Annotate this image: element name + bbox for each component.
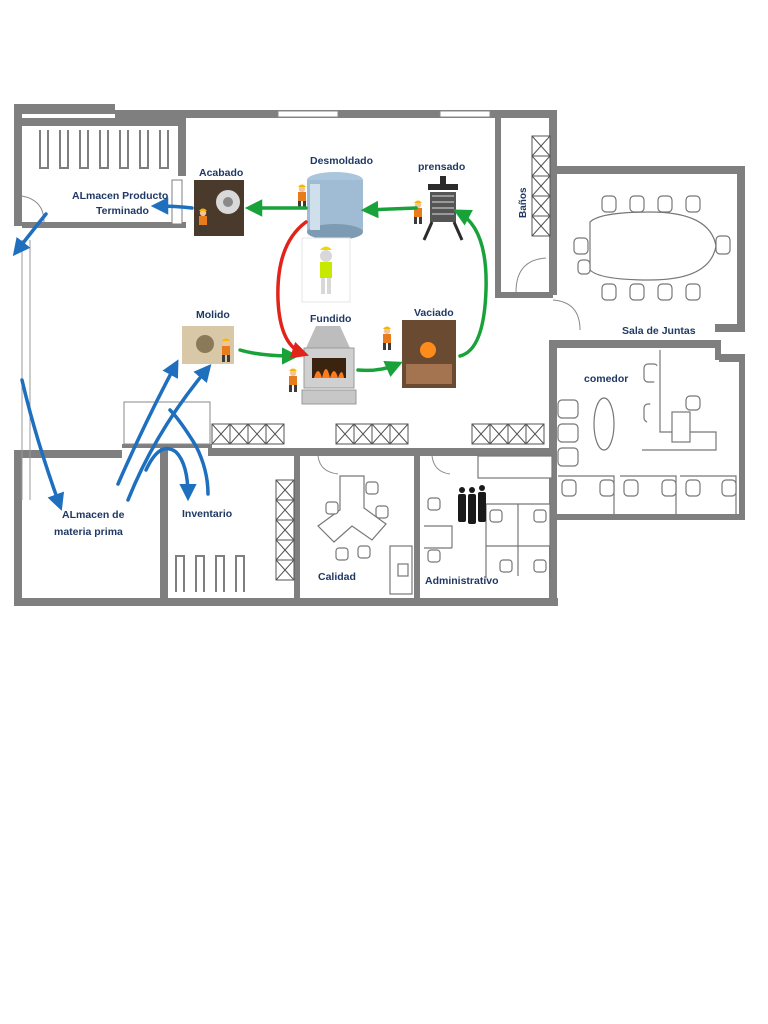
comedor-furniture: [557, 350, 717, 467]
people-silhouettes-icon: [458, 485, 486, 524]
label-almacen-materia-2: materia prima: [54, 526, 123, 538]
flow-almacen-out: [12, 212, 48, 257]
process-flow-arrows: [12, 197, 488, 511]
label-almacen-materia-1: ALmacen de: [62, 509, 125, 521]
label-banos: Baños: [518, 187, 529, 218]
press-icon: [422, 176, 464, 241]
worker-icon: [289, 368, 297, 392]
flow-materia-molido-2: [126, 363, 212, 502]
admin-door: [431, 455, 451, 475]
station-acabado: [194, 180, 244, 236]
flow-acabado-almacen: [150, 197, 194, 215]
flow-prensado-desmoldado: [360, 200, 418, 219]
calidad-door: [317, 455, 339, 475]
workstations-right: [558, 475, 737, 514]
shelving-finished-goods: [39, 130, 169, 169]
banos-door: [515, 257, 547, 293]
flow-corridor-down: [20, 378, 65, 511]
junta-door: [552, 299, 581, 331]
worker-icon: [298, 184, 306, 208]
tank-icon: [307, 172, 363, 240]
flow-fundido-vaciado: [356, 360, 403, 377]
flow-materia-molido-1: [116, 359, 179, 486]
flow-vaciado-prensado: [453, 209, 488, 358]
corridor: [21, 240, 31, 500]
label-desmoldado: Desmoldado: [310, 155, 373, 167]
label-inventario: Inventario: [182, 508, 232, 520]
worker-figure: [301, 237, 351, 303]
worker-icon: [414, 200, 422, 224]
station-vaciado: [402, 320, 456, 388]
label-molido: Molido: [196, 309, 230, 321]
label-calidad: Calidad: [318, 571, 356, 583]
flow-inventario-2: [168, 408, 210, 496]
label-fundido: Fundido: [310, 313, 351, 325]
worker-icon: [383, 326, 391, 350]
label-prensado: prensado: [418, 161, 465, 173]
label-almacen-producto-2: Terminado: [96, 205, 149, 217]
windows: [277, 110, 491, 118]
label-comedor: comedor: [584, 373, 628, 385]
shelving-inventory: [175, 555, 245, 592]
flow-molido-fundido: [238, 347, 300, 365]
label-vaciado: Vaciado: [414, 307, 454, 319]
door-frame: [171, 179, 183, 225]
flow-red-return: [276, 220, 309, 359]
furnace-icon: [301, 326, 357, 405]
flow-inventario-1: [144, 446, 197, 502]
label-administrativo: Administrativo: [425, 575, 499, 587]
admin-furniture: [424, 455, 553, 578]
label-acabado: Acabado: [199, 167, 243, 179]
meeting-table: [573, 195, 731, 301]
calidad-furniture: [317, 475, 413, 595]
label-almacen-producto-1: ALmacen Producto: [72, 190, 168, 202]
station-molido: [182, 326, 234, 364]
label-sala-juntas: Sala de Juntas: [622, 325, 696, 337]
